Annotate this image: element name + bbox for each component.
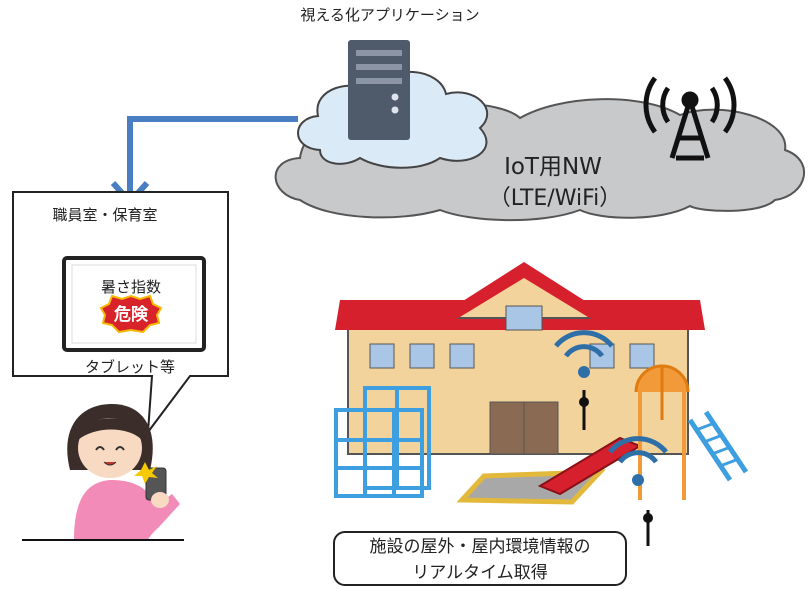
network-label: IoT用NW	[504, 154, 602, 180]
app-label: 視える化アプリケーション	[300, 6, 480, 24]
tablet-heading: 暑さ指数	[100, 278, 161, 296]
antenna-tower-icon	[643, 76, 737, 161]
network-sublabel: （LTE/WiFi）	[488, 186, 622, 211]
office-title: 職員室・保育室	[52, 206, 158, 224]
caption-line2: リアルタイム取得	[412, 563, 548, 583]
device-label: タブレット等	[84, 358, 175, 376]
jungle-gym	[334, 386, 431, 498]
wifi-sensor-building	[554, 330, 614, 430]
school-building	[335, 262, 705, 455]
danger-label: 危険	[114, 305, 148, 325]
facility-caption: 施設の屋外・屋内環境情報の リアルタイム取得	[333, 531, 627, 586]
danger-badge	[99, 294, 163, 334]
server-icon	[348, 40, 410, 140]
person-with-smartphone	[67, 403, 180, 540]
caption-line1: 施設の屋外・屋内環境情報の	[369, 537, 591, 557]
data-flow-arrow	[110, 116, 298, 205]
wifi-sensor-outdoor	[608, 436, 668, 546]
